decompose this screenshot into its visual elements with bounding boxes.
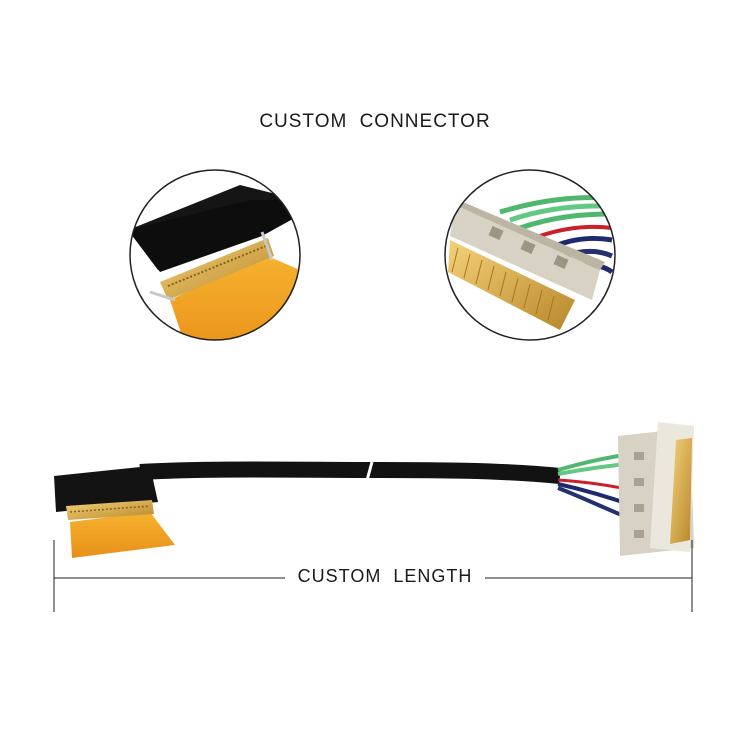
length-label: CUSTOM LENGTH	[285, 566, 485, 587]
right-connector-closeup	[444, 169, 616, 341]
page-title: CUSTOM CONNECTOR	[259, 111, 491, 132]
left-connector-closeup	[129, 169, 301, 341]
length-dimension-line	[53, 540, 693, 612]
full-cable-assembly	[54, 422, 694, 558]
